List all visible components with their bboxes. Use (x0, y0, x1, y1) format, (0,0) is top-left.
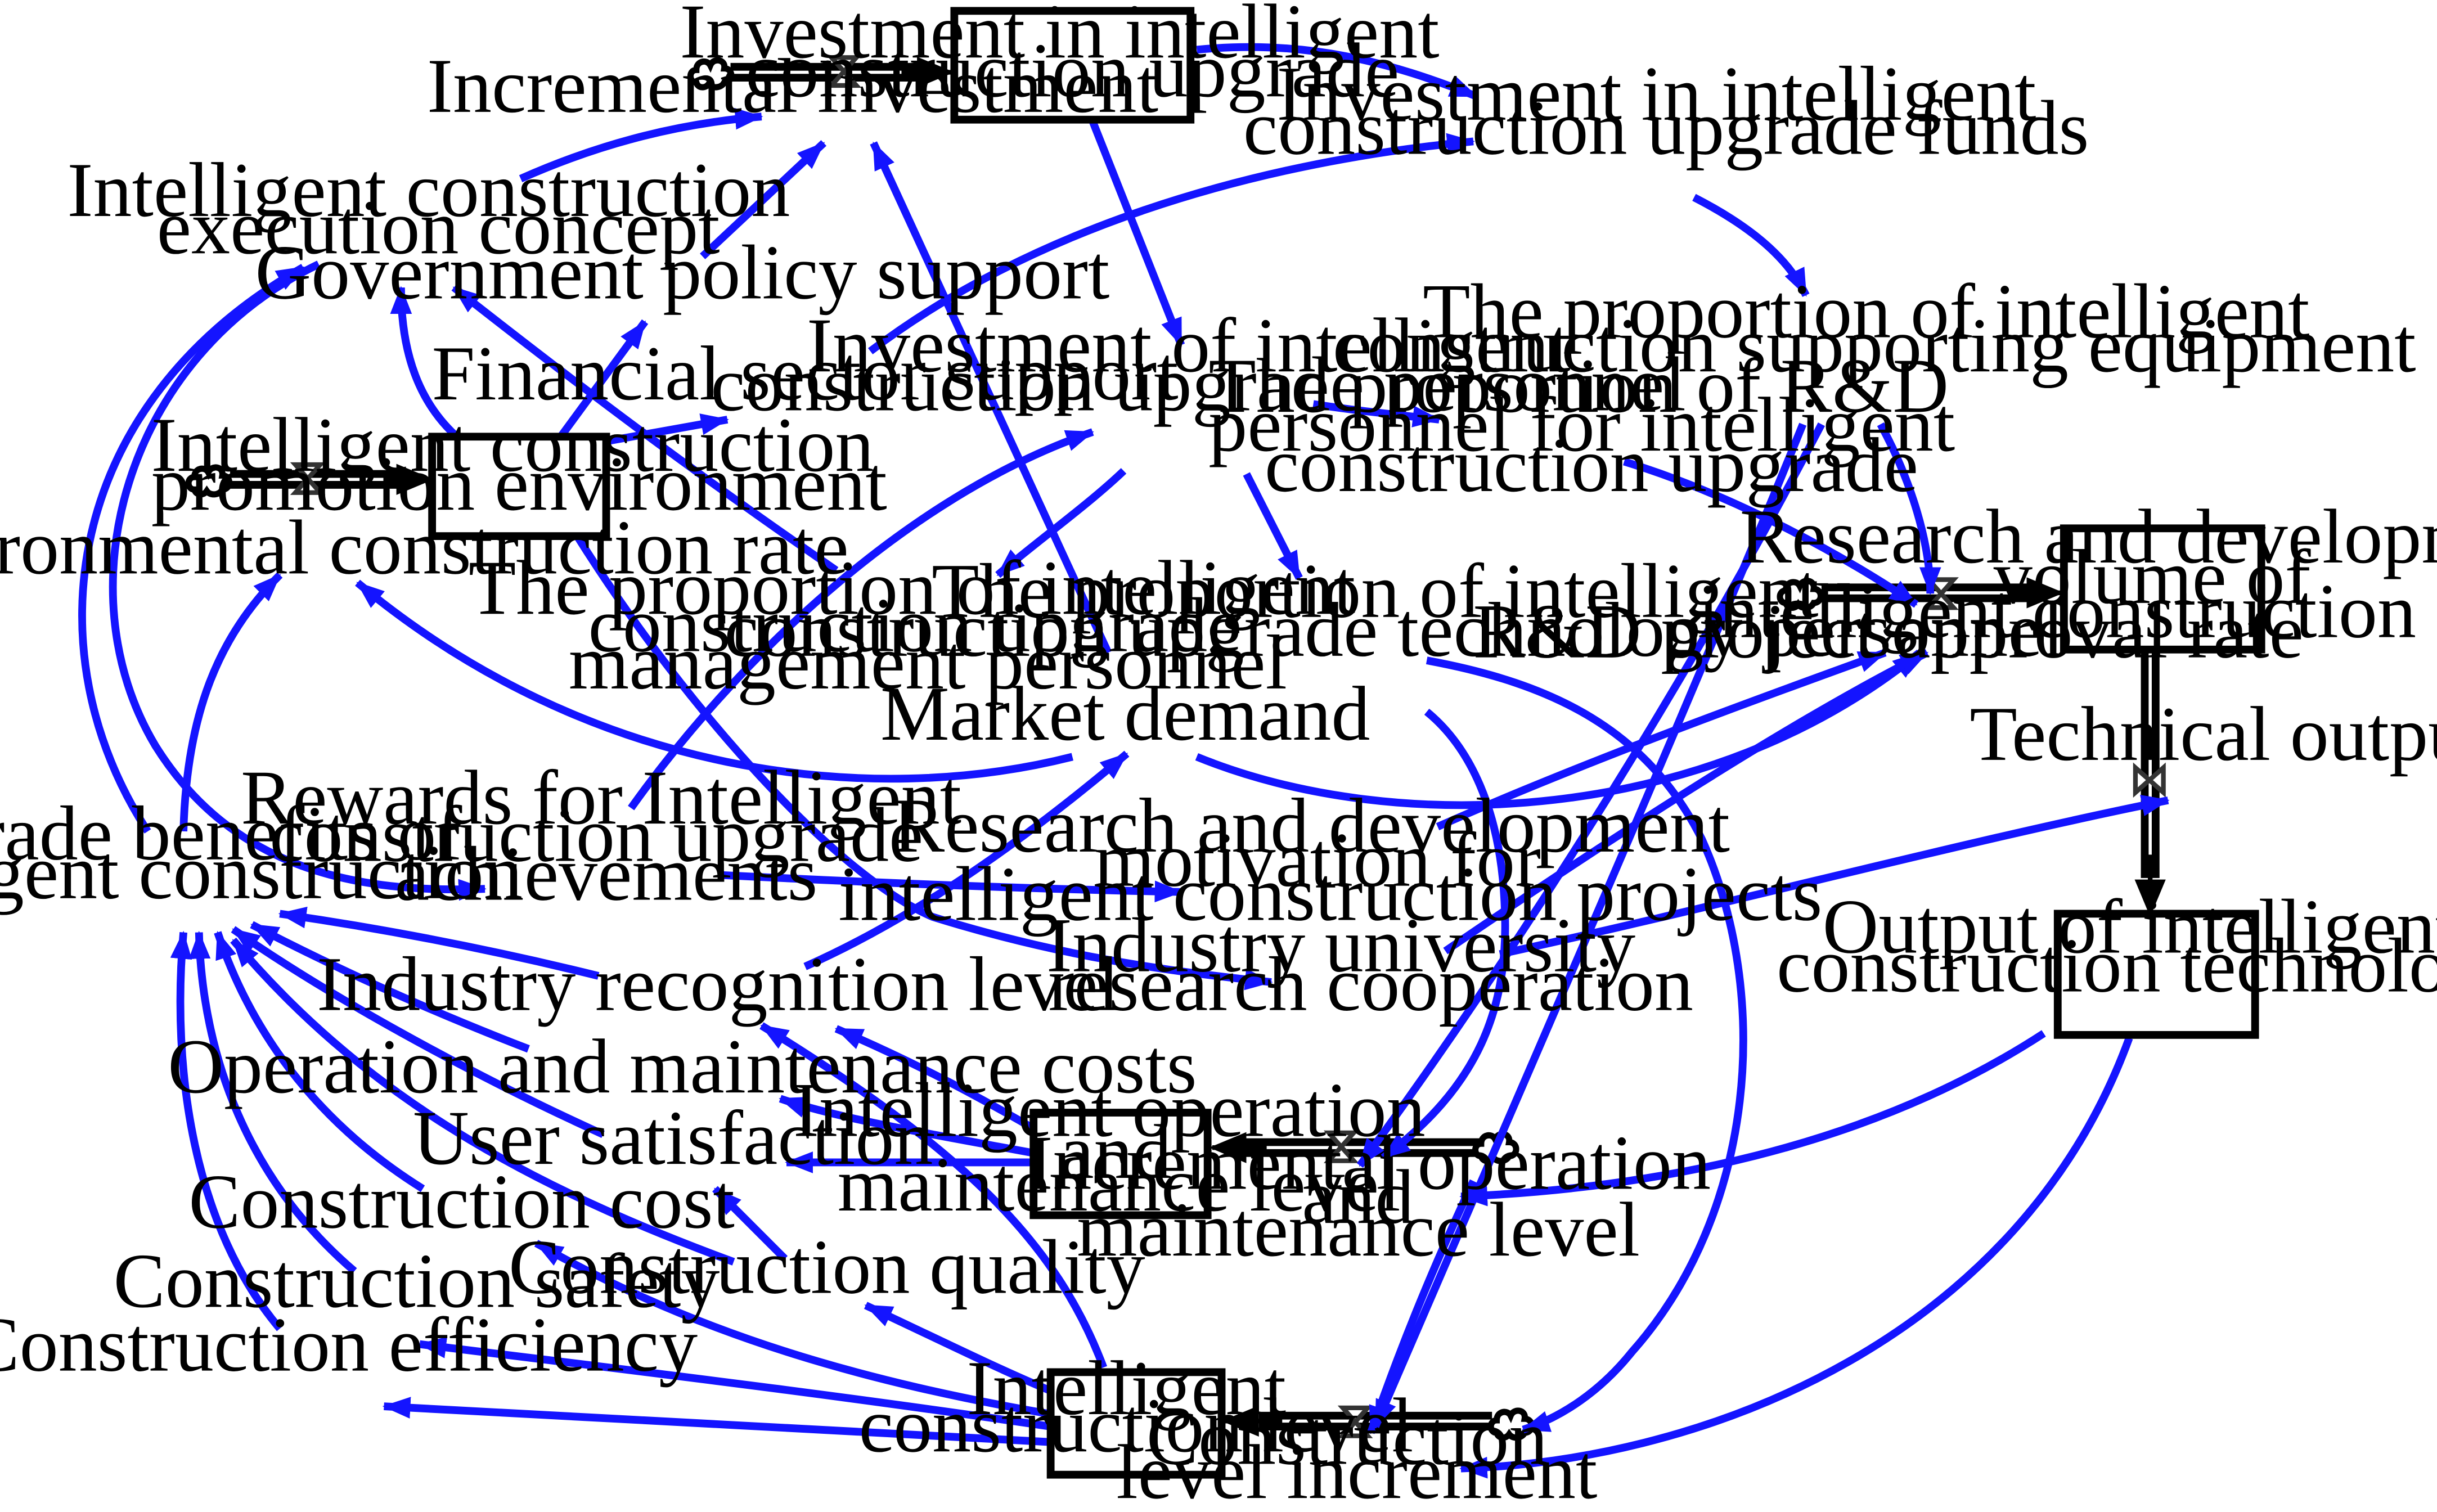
var-construction-quality-label: Construction quality (509, 1223, 1145, 1310)
var-user-satisfaction-label: User satisfaction (413, 1095, 933, 1181)
var-upgrade-personnel-label: Investment of intelligent construction u… (711, 302, 1686, 427)
var-supporting-equipment-label: The proportion of intelligent constructi… (1333, 268, 2416, 388)
rate-construction-increment-label: Construction level increment (1116, 1394, 1597, 1512)
stock-boxes (428, 7, 2265, 1479)
stock-rd-volume-label: Research and development volume of intel… (1698, 493, 2437, 654)
stock-box-construction-level (1046, 1368, 1226, 1479)
stock-box-om-level (1029, 1109, 1212, 1220)
stock-technology-output-label: Output of intelligent construction techn… (1777, 883, 2437, 1008)
var-upgrade-benefits-label: Upgrade benefits of intelligent construc… (0, 790, 523, 915)
rate-incremental-om-label: Incremental operation and maintenance le… (1027, 1119, 1730, 1272)
stock-promotion-environment-label: Intelligent construction promotion envir… (151, 402, 893, 526)
var-financial-support-label: Financial sector support (432, 330, 1179, 416)
rate-incremental-investment-label: Incremental investment (427, 43, 1158, 129)
stock-box-rd-volume (2060, 524, 2265, 654)
rate-technical-output-label: Technical output rate (1970, 691, 2437, 777)
var-rd-motivation-label: Research and development motivation for … (838, 782, 1822, 937)
causal-links (78, 43, 2170, 1479)
var-market-demand-label: Market demand (880, 670, 1370, 757)
flow-technical-output (2134, 652, 2166, 917)
rate-environmental-construction-label: Environmental construction rate (0, 504, 849, 590)
var-industry-university-label: Industry university research cooperation (1046, 902, 1693, 1027)
flow-environmental-construction (230, 464, 434, 495)
var-government-policy-label: Government policy support (255, 229, 1109, 315)
var-construction-cost-label: Construction cost (188, 1158, 735, 1244)
stock-investment-label: Investment in intelligent construction u… (680, 0, 1459, 113)
var-rewards-label: Rewards for Intelligent construction upg… (241, 754, 981, 916)
stock-box-investment (950, 7, 1195, 124)
var-construction-safety-label: Construction safety (114, 1238, 720, 1324)
var-rd-personnel-label: The proportion of R&D personnel for inte… (1208, 343, 1975, 508)
var-upgrade-funds-label: Investment in intelligent construction u… (1243, 51, 2089, 171)
stock-om-level-label: Intelligent operation and maintenance le… (793, 1066, 1445, 1227)
var-management-personnel-label: The proportion of intelligent constructi… (469, 544, 1375, 705)
var-technology-personnel-label: The proportion of intelligent constructi… (724, 548, 2064, 673)
var-execution-concept-label: Intelligent construction execution conce… (67, 147, 809, 270)
var-construction-efficiency-label: Construction efficiency (0, 1302, 698, 1388)
stock-construction-level-label: Intelligent construction level (859, 1345, 1414, 1468)
var-om-costs-label: Operation and maintenance costs (168, 1023, 1197, 1109)
stock-box-technology-output (2053, 910, 2259, 1039)
flow-incremental-investment (730, 56, 955, 88)
var-industry-recognition-label: Industry recognition level (317, 941, 1119, 1027)
stock-box-promotion-environment (428, 433, 610, 541)
rate-rd-approval-label: R&D project approval rate (1473, 588, 2303, 674)
